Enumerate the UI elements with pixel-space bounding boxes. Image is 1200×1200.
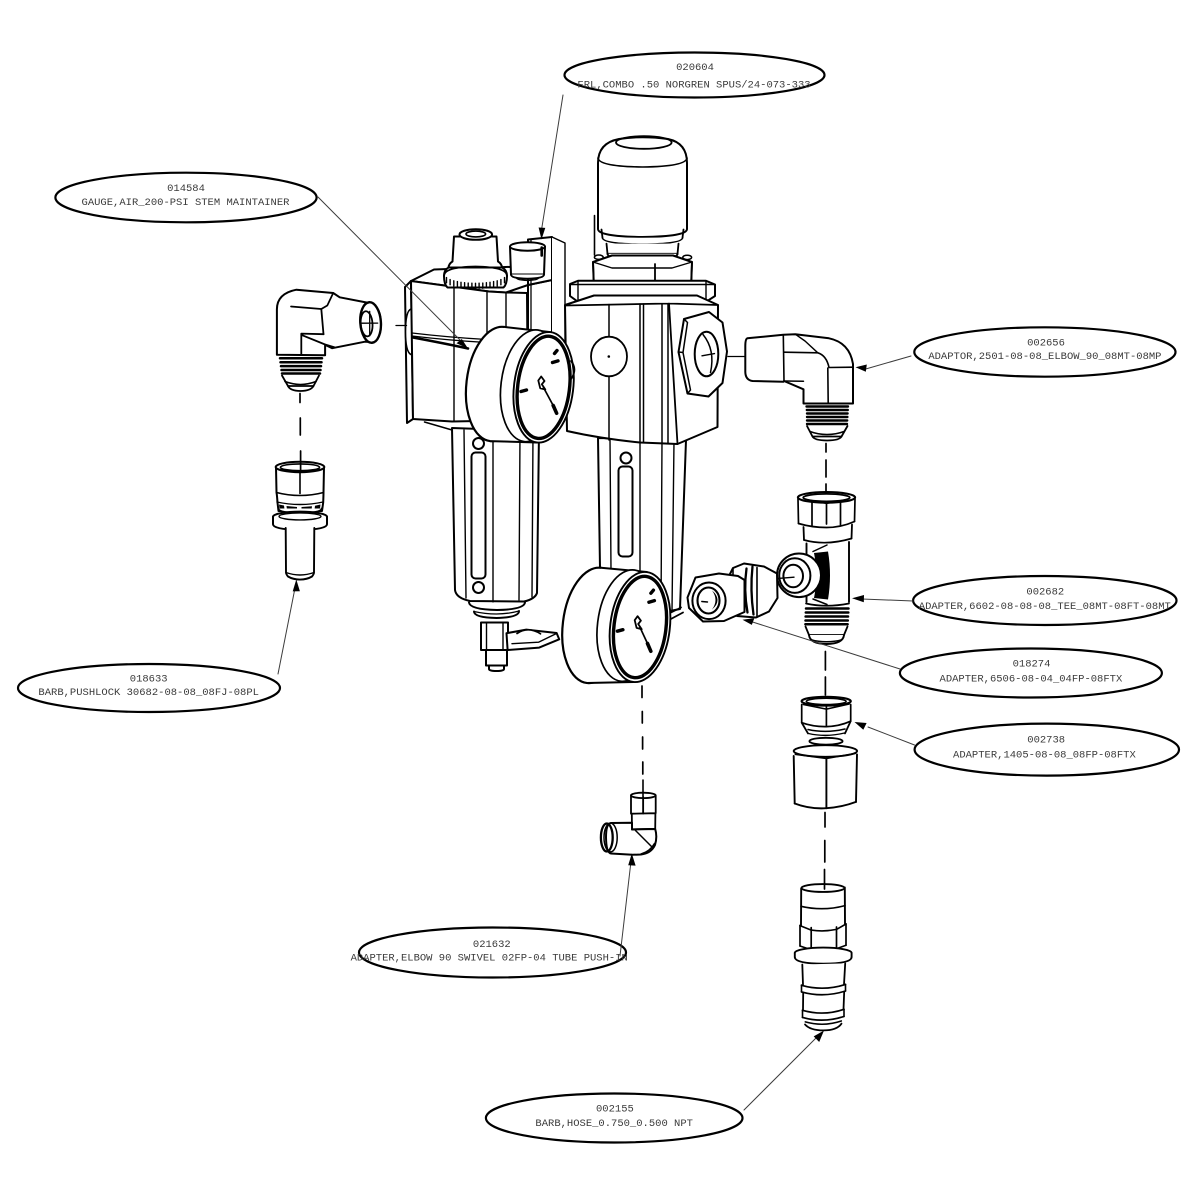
svg-text:ADAPTER,ELBOW 90 SWIVEL 02FP-0: ADAPTER,ELBOW 90 SWIVEL 02FP-04 TUBE PUS…	[351, 953, 628, 965]
svg-text:014584: 014584	[167, 183, 205, 195]
svg-text:ADAPTER,6602-08-08-08_TEE_08MT: ADAPTER,6602-08-08-08_TEE_08MT-08FT-08MT	[919, 601, 1171, 613]
svg-text:002738: 002738	[1027, 735, 1065, 747]
svg-text:002155: 002155	[596, 1104, 634, 1116]
svg-text:ADAPTOR,2501-08-08_ELBOW_90_08: ADAPTOR,2501-08-08_ELBOW_90_08MT-08MP	[928, 351, 1161, 363]
svg-text:018274: 018274	[1013, 659, 1051, 671]
svg-text:002656: 002656	[1027, 338, 1065, 350]
svg-text:021632: 021632	[473, 939, 511, 951]
svg-text:ADAPTER,6506-08-04_04FP-08FTX: ADAPTER,6506-08-04_04FP-08FTX	[940, 674, 1123, 686]
svg-text:018633: 018633	[130, 674, 168, 686]
svg-text:FRL,COMBO .50 NORGREN SPUS/24-: FRL,COMBO .50 NORGREN SPUS/24-073-333	[577, 80, 810, 92]
svg-text:ADAPTER,1405-08-08_08FP-08FTX: ADAPTER,1405-08-08_08FP-08FTX	[953, 750, 1136, 762]
svg-text:GAUGE,AIR_200-PSI STEM MAINTAI: GAUGE,AIR_200-PSI STEM MAINTAINER	[82, 197, 291, 209]
svg-text:BARB,HOSE_0.750_0.500 NPT: BARB,HOSE_0.750_0.500 NPT	[535, 1118, 693, 1130]
svg-text:BARB,PUSHLOCK 30682-08-08_08FJ: BARB,PUSHLOCK 30682-08-08_08FJ-08PL	[38, 687, 259, 699]
svg-text:002682: 002682	[1026, 587, 1064, 599]
svg-text:020604: 020604	[676, 62, 714, 74]
